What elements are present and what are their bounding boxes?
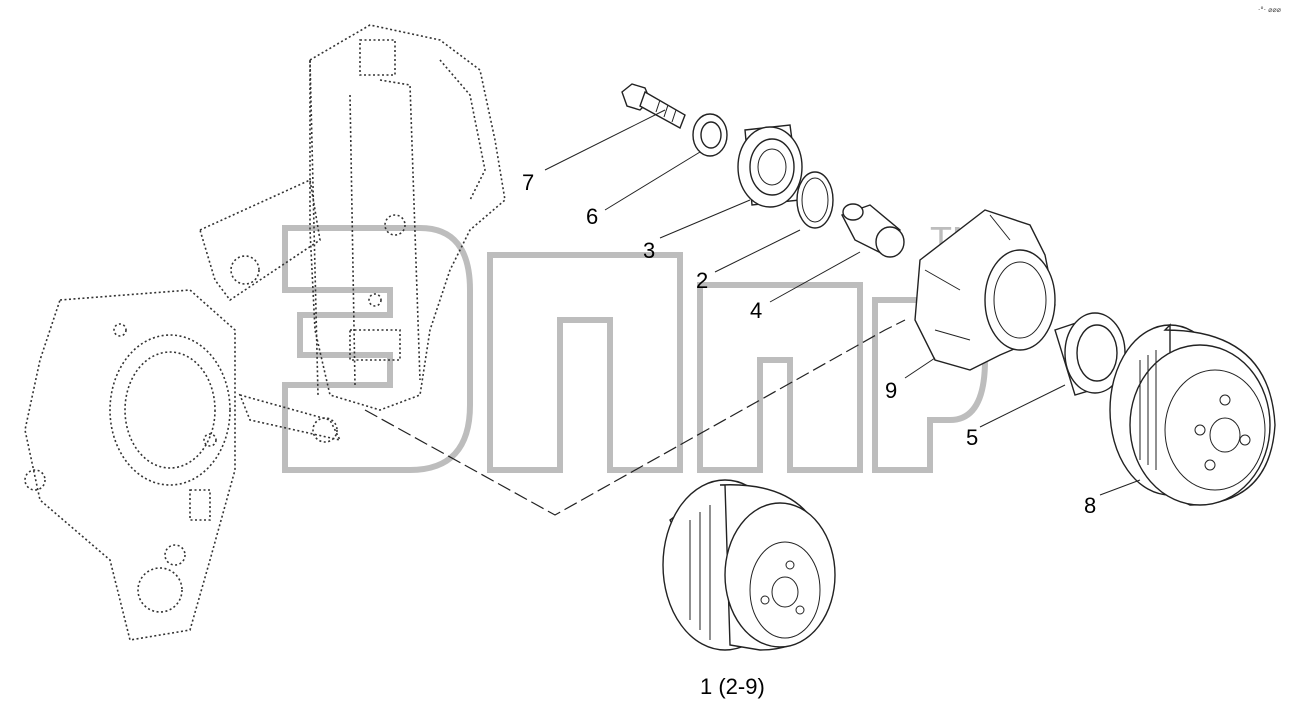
corner-mark: ·°· ⌀⌀⌀	[1258, 6, 1281, 14]
callout-9: 9	[885, 378, 897, 403]
part-3-bearing	[737, 124, 803, 208]
part-9-housing	[914, 209, 1056, 371]
part-6-small-bearing	[692, 113, 728, 157]
callout-5: 5	[966, 425, 978, 450]
assembly-axis-line	[364, 319, 906, 516]
callout-7: 7	[522, 170, 534, 195]
leader-lines	[544, 109, 1141, 496]
callout-4: 4	[750, 298, 762, 323]
part-1-assembly	[662, 479, 836, 651]
callout-8: 8	[1084, 493, 1096, 518]
callout-3: 3	[643, 238, 655, 263]
callout-2: 2	[696, 268, 708, 293]
watermark-logo: TM	[282, 219, 989, 473]
engine-block-outline	[24, 24, 506, 641]
part-5-bearing	[1054, 312, 1126, 396]
callout-1-assembly: 1 (2-9)	[700, 674, 765, 699]
part-2-snap-ring	[796, 171, 834, 229]
part-7-bolt	[621, 83, 686, 129]
part-8-pulley	[1109, 323, 1276, 506]
part-4-shaft	[841, 203, 905, 258]
callout-6: 6	[586, 204, 598, 229]
